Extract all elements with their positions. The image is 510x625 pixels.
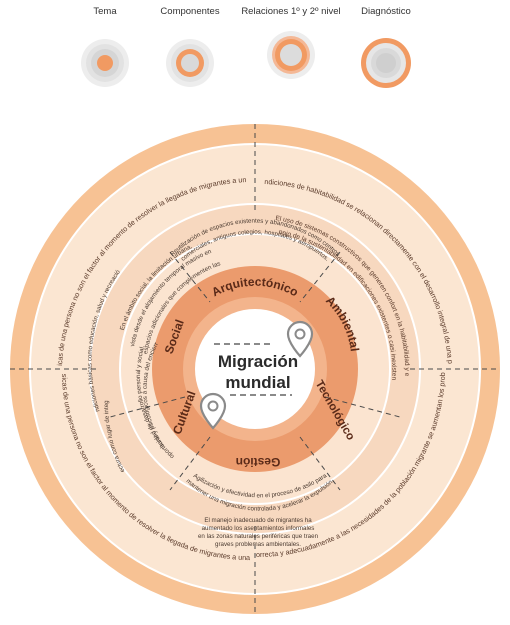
legend-label: Componentes — [160, 6, 220, 17]
legend-label: Relaciones 1º y 2º nivel — [241, 6, 341, 17]
ring-icon-diagnostico — [361, 38, 411, 88]
relation-ges-line3: en las zonas naturales periféricas que t… — [198, 533, 319, 540]
legend-item-relaciones: Relaciones 1º y 2º nivel — [241, 6, 341, 80]
relation-ges-line1: El manejo inadecuado de migrantes ha — [204, 517, 312, 524]
center-title-line2: mundial — [225, 373, 290, 392]
route-graphic — [214, 343, 292, 396]
legend-item-diagnostico: Diagnóstico — [336, 6, 436, 88]
center-circle — [195, 309, 315, 429]
location-pin-icon — [286, 320, 314, 358]
legend-label: Diagnóstico — [361, 6, 411, 17]
legend: Tema Componentes Relaciones 1º y 2º nive… — [0, 0, 510, 110]
section-dividers — [10, 124, 500, 614]
ring-icon-componentes — [166, 39, 214, 87]
relation-ges-line4: graves problemas ambientales. — [215, 541, 301, 548]
component-gestion: Gestión — [236, 455, 281, 469]
ring-icon-relaciones — [267, 31, 315, 79]
legend-item-tema: Tema — [55, 6, 155, 88]
center-title-line1: Migración — [218, 352, 298, 371]
migration-diagram: Migración mundial Arquitectónico Ambient… — [0, 112, 500, 614]
location-pin-icon — [199, 392, 227, 430]
relation-gestion: El manejo inadecuado de migrantes ha aum… — [198, 517, 319, 548]
legend-label: Tema — [93, 6, 117, 17]
relation-ges-line2: aumentado los asentamientos informales — [202, 525, 315, 532]
legend-item-componentes: Componentes — [140, 6, 240, 88]
ring-icon-tema — [81, 39, 129, 87]
